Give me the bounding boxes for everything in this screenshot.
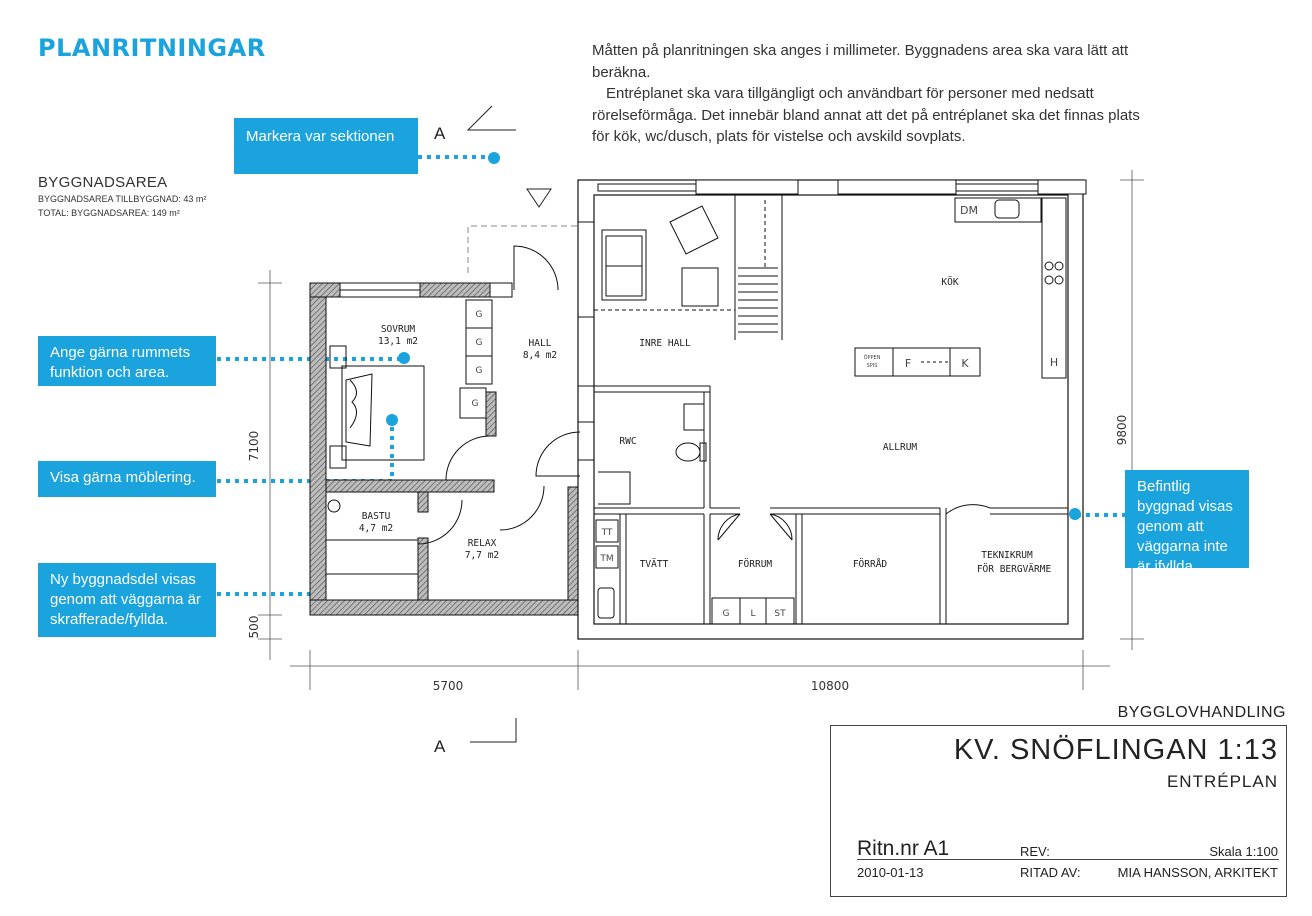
room-bergvarme: FÖR BERGVÄRME [977, 564, 1052, 575]
dimension-lines [258, 170, 1144, 690]
fixture-labels: G G G G DM H F K ÖPPEN SPIS TT TM G L ST [472, 204, 1059, 619]
dim-width-right: 10800 [811, 679, 849, 693]
wardrobe-g-4: G [472, 399, 479, 409]
wardrobe-g-2: G [476, 338, 483, 348]
canopy-outline [467, 225, 578, 273]
building-area-extension: BYGGNADSAREA TILLBYGGNAD: 43 m² [38, 194, 207, 204]
extension-window [339, 282, 421, 298]
section-dot [488, 152, 500, 164]
callout-existing: Befintlig byggnad visas genom att väggar… [1125, 470, 1249, 575]
open-fire-label: ÖPPEN [864, 354, 881, 361]
room-tvatt: TVÄTT [640, 559, 669, 570]
room-relax-area: 7,7 m2 [465, 550, 499, 561]
callout-section: Markera var sektionen [234, 118, 418, 174]
fridge-label: F [905, 357, 911, 370]
dim-height-left: 7100 [247, 431, 261, 462]
section-label-bottom: A [434, 737, 446, 756]
section-marker-top [466, 105, 552, 208]
room-kok: KÖK [941, 277, 958, 288]
intro-paragraph-2: Entréplanet ska vara tillgängligt och an… [592, 85, 1140, 145]
drawing-number: Ritn.nr A1 [857, 837, 950, 860]
door-swings [417, 245, 991, 545]
building-area-info: BYGGNADSAREA BYGGNADSAREA TILLBYGGNAD: 4… [38, 174, 206, 219]
intro-paragraph-1: Måtten på planritningen ska anges i mill… [592, 42, 1129, 81]
room-labels: SOVRUM 13,1 m2 HALL 8,4 m2 INRE HALL KÖK… [359, 277, 1052, 575]
callout-connectors [217, 155, 1125, 596]
storage-lockers [711, 597, 795, 625]
dimension-labels: 5700 10800 7100 500 9800 [247, 415, 1129, 693]
section-label-top: A [434, 124, 446, 143]
title-block: KV. SNÖFLINGAN 1:13 ENTRÉPLAN Ritn.nr A1… [830, 725, 1287, 897]
locker-l-label: L [750, 609, 755, 619]
title-block-divider [857, 859, 1279, 860]
room-sovrum: SOVRUM [381, 324, 416, 335]
washer-label: TM [599, 554, 613, 564]
room-forrum: FÖRRUM [738, 559, 773, 570]
room-hall-area: 8,4 m2 [523, 350, 557, 361]
building-area-heading: BYGGNADSAREA [38, 174, 168, 191]
page-title: PLANRITNINGAR [38, 34, 266, 62]
room-teknikrum: TEKNIKRUM [981, 550, 1033, 561]
existing-interior-walls [577, 221, 1068, 624]
hob-h-label: H [1050, 356, 1058, 369]
callout-furniture: Visa gärna möblering. [38, 461, 216, 497]
room-allrum: ALLRUM [883, 442, 918, 453]
freezer-label: K [961, 357, 969, 370]
room-sovrum-area: 13,1 m2 [378, 336, 418, 347]
living-furniture [594, 205, 735, 311]
spis-label: SPIS [867, 363, 878, 369]
laundry-fixtures [595, 519, 619, 619]
intro-text: Måtten på planritningen ska anges i mill… [592, 40, 1152, 148]
rwc-fixtures [598, 403, 707, 505]
wardrobe-g-3: G [476, 366, 483, 376]
furniture-dot [386, 414, 398, 426]
wardrobes [459, 299, 493, 419]
section-marker-bottom [470, 718, 517, 743]
room-bastu: BASTU [362, 511, 391, 522]
callout-room: Ange gärna rummets funktion och area. [38, 336, 216, 386]
dim-height-small: 500 [247, 616, 261, 639]
existing-dot [1069, 508, 1081, 520]
callout-new-part: Ny byggnadsdel visas genom att väggarna … [38, 563, 216, 637]
room-inre-hall: INRE HALL [639, 338, 691, 349]
room-hall: HALL [529, 338, 552, 349]
drawn-by-label: RITAD AV: [1020, 865, 1081, 880]
locker-g-label: G [723, 609, 730, 619]
locker-st-label: ST [774, 609, 786, 619]
room-dot [398, 352, 410, 364]
wardrobe-g-1: G [476, 310, 483, 320]
revision-label: REV: [1020, 844, 1050, 859]
scale-label: Skala 1:100 [1209, 844, 1278, 859]
existing-windows [597, 179, 1087, 195]
kitchen-fixtures [854, 197, 1067, 379]
drawing-date: 2010-01-13 [857, 865, 924, 880]
dishwasher-label: DM [960, 204, 978, 217]
sauna-bench [326, 499, 418, 575]
room-bastu-area: 4,7 m2 [359, 523, 393, 534]
new-extension-walls [309, 282, 579, 616]
project-name: KV. SNÖFLINGAN 1:13 [953, 734, 1278, 766]
hall-window [489, 282, 513, 298]
drawing-plan-name: ENTRÉPLAN [1166, 772, 1278, 791]
stair [734, 195, 783, 340]
architect-name: MIA HANSSON, ARKITEKT [1117, 865, 1278, 880]
furniture-connector [217, 421, 394, 483]
bedroom-furniture [329, 345, 425, 469]
dim-width-left: 5700 [433, 679, 464, 693]
tumbler-label: TT [601, 528, 613, 538]
room-relax: RELAX [468, 538, 497, 549]
title-block-handling: BYGGLOVHANDLING [1117, 704, 1286, 721]
building-area-total: TOTAL: BYGGNADSAREA: 149 m² [38, 208, 180, 218]
room-forrad: FÖRRÅD [853, 558, 888, 570]
dim-height-right: 9800 [1115, 415, 1129, 446]
room-rwc: RWC [619, 436, 636, 447]
